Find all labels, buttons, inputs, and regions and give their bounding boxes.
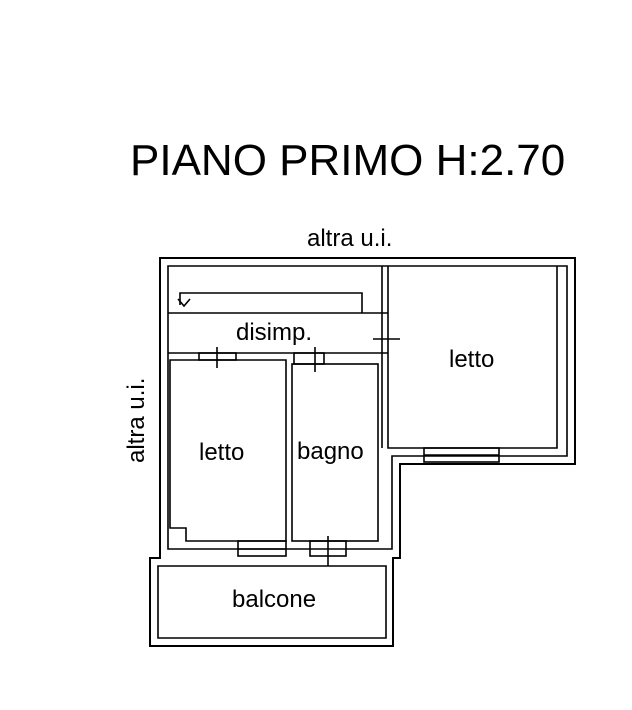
neighbor-label-left: altra u.i.: [123, 378, 150, 463]
balcony-label: balcone: [232, 586, 316, 613]
bedroom-right-label: letto: [449, 346, 494, 373]
hallway-label: disimp.: [236, 319, 312, 346]
outer-walls: [149, 257, 576, 647]
plan-title: PIANO PRIMO H:2.70: [130, 136, 565, 185]
neighbor-label-top: altra u.i.: [307, 225, 392, 252]
bedroom-right: [381, 266, 558, 463]
bedroom-left-label: letto: [199, 439, 244, 466]
bathroom: [291, 347, 379, 566]
bedroom-left: [169, 347, 287, 557]
bathroom-label: bagno: [297, 438, 364, 465]
